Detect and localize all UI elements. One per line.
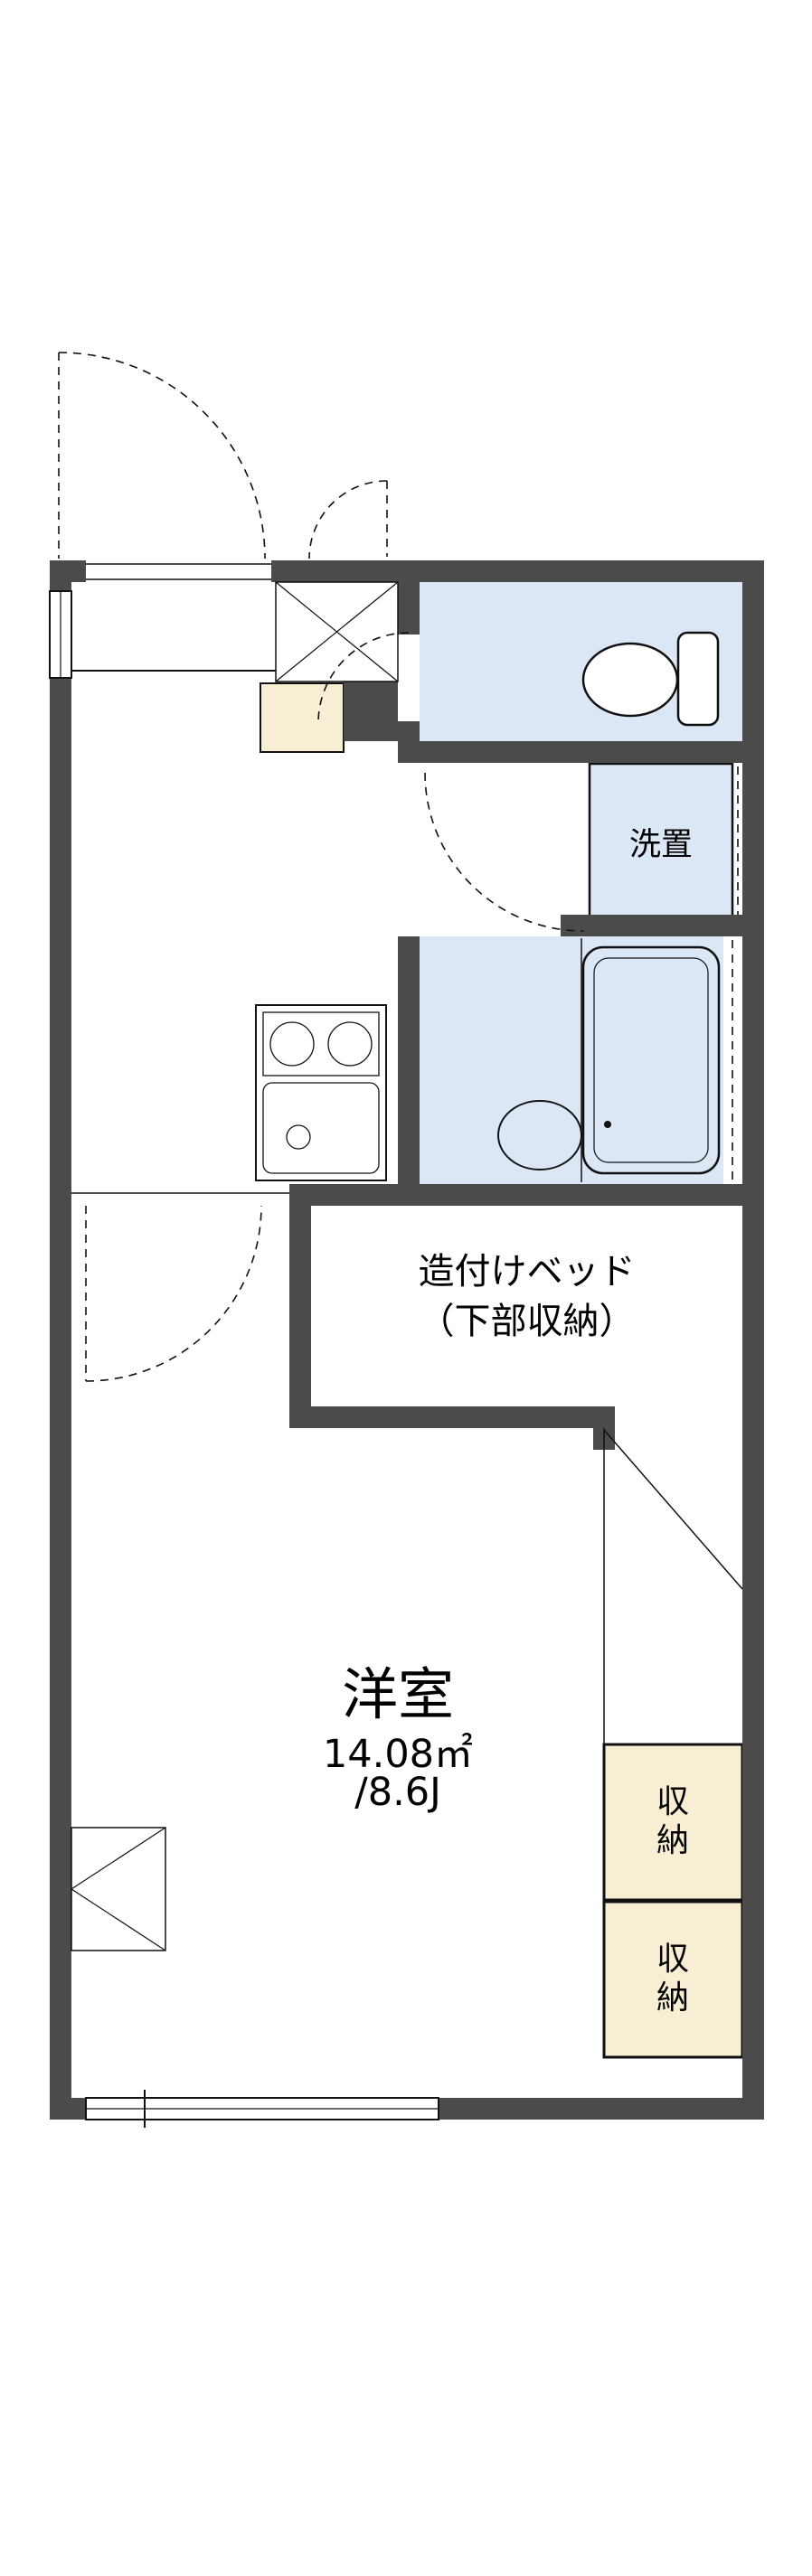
wall-bed-bottom [289,1406,593,1428]
room-area-sqm: 14.08㎡ [322,1732,474,1777]
wall-right [742,560,764,2120]
wall-toilet-left-upper [398,582,420,635]
desk-chevron-top [71,1827,166,1890]
shoe-cabinet-box [260,682,345,753]
wall-left-upper [50,560,71,591]
bathroom-door-arc [424,772,584,932]
bathroom-floor [420,936,723,1184]
storage-top-label: 収納 [656,1783,689,1860]
main-room-door-arc [85,1205,262,1382]
sink-drain [286,1124,311,1150]
laundry-label: 洗置 [628,827,693,863]
bathtub-drain-dot [604,1121,611,1128]
stove-top [262,1011,380,1076]
toilet-door-arc [317,632,410,724]
wall-entrance-corner [344,682,398,741]
entry-small-door-arc [308,480,388,559]
wall-bottom-right [439,2098,764,2120]
wall-left-main [50,678,71,2120]
storage-bottom-box [602,1900,744,2059]
wall-bed-left [289,1206,311,1428]
wall-bed-top [289,1184,742,1206]
kitchen-counter [255,1004,387,1181]
built-in-bed-label: 造付けベッド （下部収納） [311,1247,742,1347]
fixtures-and-lines [49,563,743,2128]
built-in-bed-label-line2: （下部収納） [418,1301,636,1343]
storage-bottom-label: 収納 [656,1941,689,2017]
desk-chevron-bottom [71,1888,166,1951]
room-area-jo: /8.6J [354,1770,441,1815]
bathtub-outer [581,945,721,1175]
western-room-label: 洋室 [341,1661,454,1727]
wash-basin [497,1100,582,1170]
built-in-bed-label-line1: 造付けベッド [418,1251,636,1293]
entry-hatch-diag-2 [275,581,399,682]
closet-diagonal-line [603,1429,743,1590]
kitchen-sink [262,1082,380,1174]
toilet-bowl [581,642,679,718]
wall-bath-left [398,936,420,1184]
entrance-door-arc [58,352,266,559]
wall-bath-top [561,915,742,936]
stove-burner-right [327,1021,373,1067]
door-swings [58,352,739,1382]
stove-burner-left [269,1021,315,1067]
toilet-tank [676,631,720,727]
bathtub-inner [593,957,709,1163]
walls [50,560,764,2120]
wall-top-right [271,560,764,582]
storage-boxes [260,682,744,2059]
desk-box [71,1827,166,1951]
wall-below-toilet [398,741,742,763]
wall-toilet-left-lower [398,721,420,741]
